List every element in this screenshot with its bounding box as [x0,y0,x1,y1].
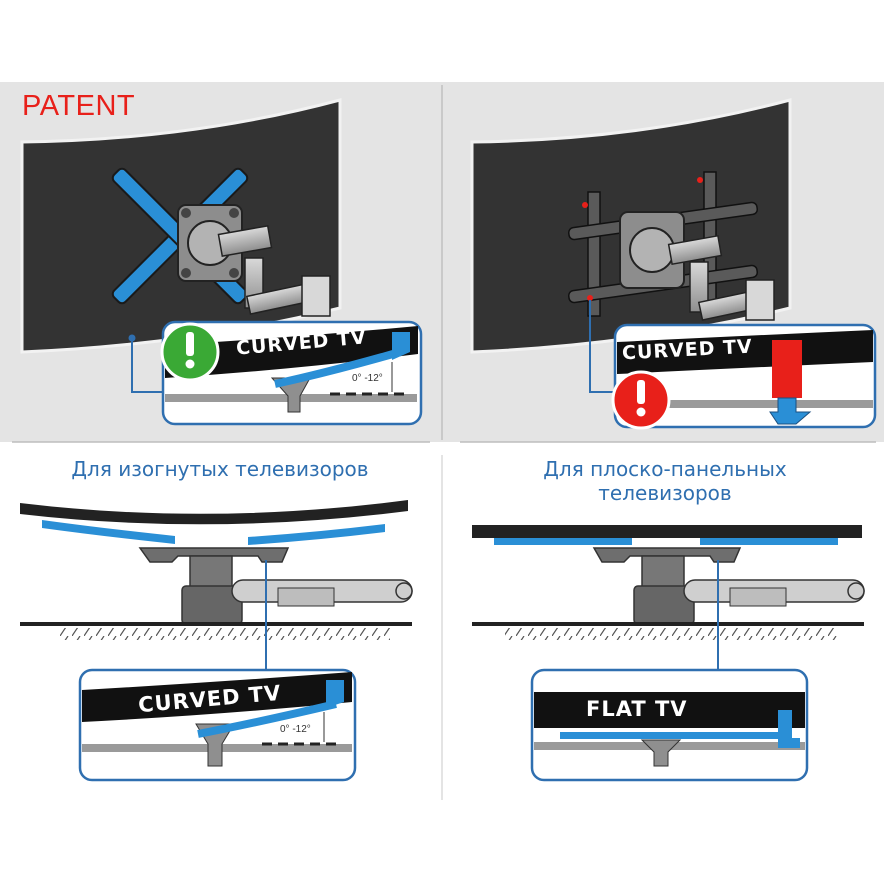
caption-curved: Для изогнутых телевизоров [71,457,369,481]
flat-tv-label: FLAT TV [586,697,688,721]
red-exclamation-icon [611,370,671,430]
callout-bottom-flat [530,668,809,782]
angle-range-bottom: 0° -12° [280,724,311,735]
green-check-icon [160,322,220,382]
curved-tv-side-diagram [20,500,413,672]
angle-range-top-left: 0° -12° [352,373,383,384]
caption-flat-line1: Для плоско-панельных [543,457,787,481]
caption-flat: Для плоско-панельных телевизоров [470,457,860,505]
callout-curved-ok [161,320,423,426]
patent-mark: PATENT [22,90,136,122]
caption-flat-line2: телевизоров [598,481,732,505]
curved-tv-with-adapter [20,98,342,393]
curved-tv-with-flat-bracket [470,98,792,393]
flat-tv-side-diagram [472,525,865,672]
callout-bottom-curved [78,668,357,782]
callout-curved-warning [613,323,877,429]
